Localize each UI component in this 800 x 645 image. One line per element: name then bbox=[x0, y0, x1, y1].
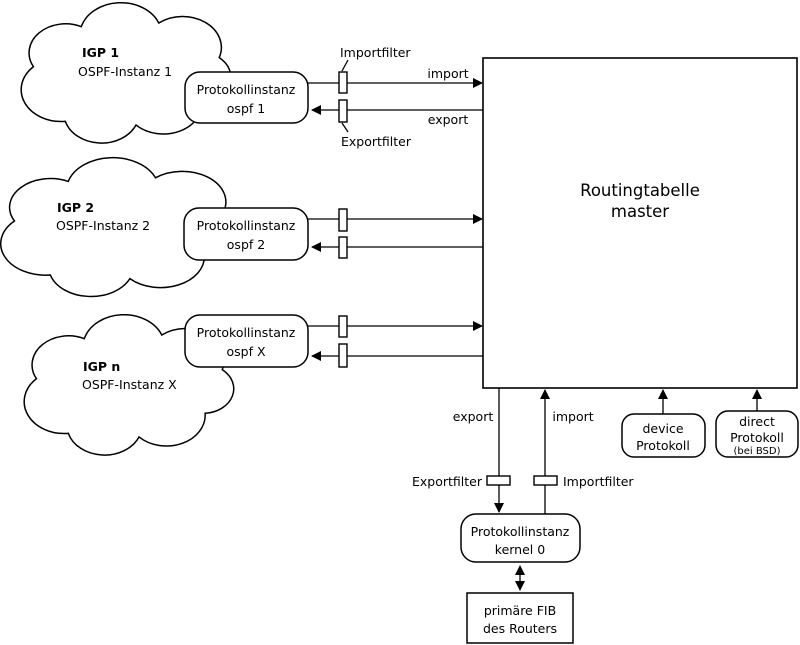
cloud-igp-2-subtitle: OSPF-Instanz 2 bbox=[56, 218, 150, 233]
protocol-box-ospfX bbox=[184, 314, 309, 368]
exportfilter-top-label: Exportfilter bbox=[341, 134, 412, 149]
protocol-box-ospf2-line2: ospf 2 bbox=[227, 237, 265, 252]
device-box bbox=[621, 413, 706, 458]
exportfilter-bottom-label: Exportfilter bbox=[412, 474, 483, 489]
importfilter-bottom-label: Importfilter bbox=[563, 474, 634, 489]
export-top-label: export bbox=[428, 112, 469, 127]
kernel-box-line2: kernel 0 bbox=[495, 542, 545, 557]
routing-table-box bbox=[482, 57, 798, 389]
importfilter-box-ospf1 bbox=[338, 71, 348, 94]
protocol-box-ospf1-line2: ospf 1 bbox=[227, 101, 265, 116]
fib-box bbox=[466, 592, 574, 644]
import-bottom-label: import bbox=[552, 409, 593, 424]
protocol-box-ospfX-line1: Protokollinstanz bbox=[197, 325, 296, 340]
cloud-igp-1-title: IGP 1 bbox=[82, 45, 119, 60]
exportfilter-box-ospfX bbox=[338, 343, 348, 368]
importfilter-box-ospfX bbox=[338, 315, 348, 338]
import-top-label: import bbox=[427, 66, 468, 81]
kernel-box-line1: Protokollinstanz bbox=[471, 524, 570, 539]
protocol-box-ospfX-line2: ospf X bbox=[226, 344, 265, 359]
routing-table-title-line1: Routingtabelle bbox=[580, 181, 700, 200]
protocol-box-ospf2-line1: Protokollinstanz bbox=[197, 218, 296, 233]
exportfilter-callout-line bbox=[341, 122, 349, 133]
cloud-igp-n-title: IGP n bbox=[83, 359, 120, 374]
direct-box bbox=[715, 410, 799, 458]
exportfilter-box-ospf2 bbox=[338, 236, 348, 259]
direct-box-line1: direct bbox=[739, 414, 775, 429]
fib-box-line2: des Routers bbox=[483, 621, 557, 636]
importfilter-callout-line bbox=[341, 59, 349, 72]
fib-box-line1: primäre FIB bbox=[484, 603, 556, 618]
importfilter-box-ospf2 bbox=[338, 208, 348, 232]
protocol-box-ospf1-line1: Protokollinstanz bbox=[197, 82, 296, 97]
cloud-igp-n-subtitle: OSPF-Instanz X bbox=[82, 377, 177, 392]
direct-box-line3: (bei BSD) bbox=[734, 446, 781, 457]
protocol-box-ospf1 bbox=[184, 71, 309, 124]
routing-table-title-line2: master bbox=[611, 202, 669, 221]
cloud-igp-2-title: IGP 2 bbox=[57, 200, 94, 215]
cloud-igp-1-subtitle: OSPF-Instanz 1 bbox=[78, 64, 172, 79]
device-box-line2: Protokoll bbox=[636, 438, 690, 453]
exportfilter-box-kernel bbox=[486, 475, 511, 486]
export-bottom-label: export bbox=[453, 409, 494, 424]
importfilter-box-kernel bbox=[533, 475, 558, 486]
direct-box-line2: Protokoll bbox=[730, 430, 784, 445]
exportfilter-box-ospf1 bbox=[338, 99, 348, 123]
importfilter-top-label: Importfilter bbox=[340, 45, 411, 60]
kernel-box bbox=[460, 513, 581, 563]
protocol-box-ospf2 bbox=[183, 207, 309, 261]
device-box-line1: device bbox=[642, 421, 683, 436]
